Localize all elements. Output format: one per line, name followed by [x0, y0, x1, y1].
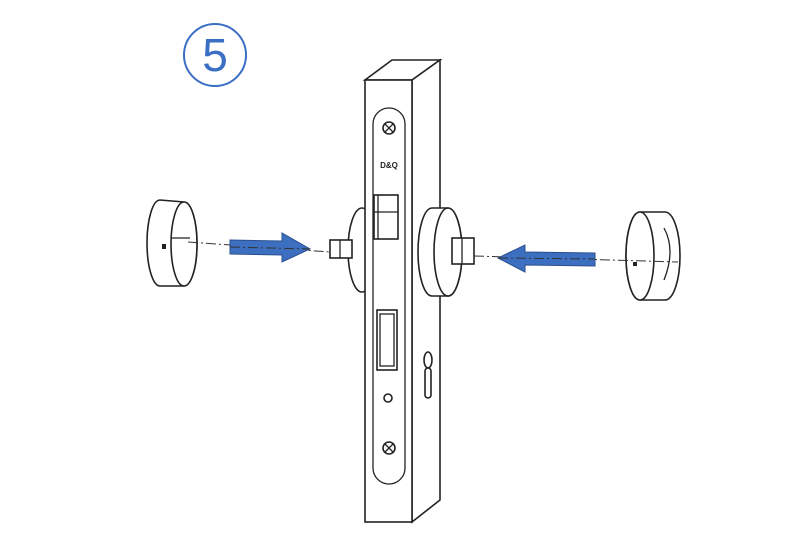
right-knob [625, 211, 681, 301]
screw-icon-bottom [382, 441, 396, 455]
left-center-line [187, 241, 331, 253]
arrow-left-icon [496, 244, 596, 273]
latch-bolt [373, 194, 399, 240]
dead-bolt [376, 309, 398, 371]
keyhole-icon [423, 351, 433, 399]
right-rose [417, 207, 475, 297]
screw-icon-top [382, 121, 396, 135]
mortise-lock-body [362, 58, 443, 524]
arrow-center-line-left [229, 246, 311, 250]
left-knob [146, 199, 198, 287]
brand-label: D&Q [380, 161, 398, 170]
step-number-badge: 5 [183, 23, 247, 87]
arrow-center-line-right [497, 257, 596, 260]
right-center-line [473, 255, 679, 263]
cylinder-hole [383, 393, 393, 403]
